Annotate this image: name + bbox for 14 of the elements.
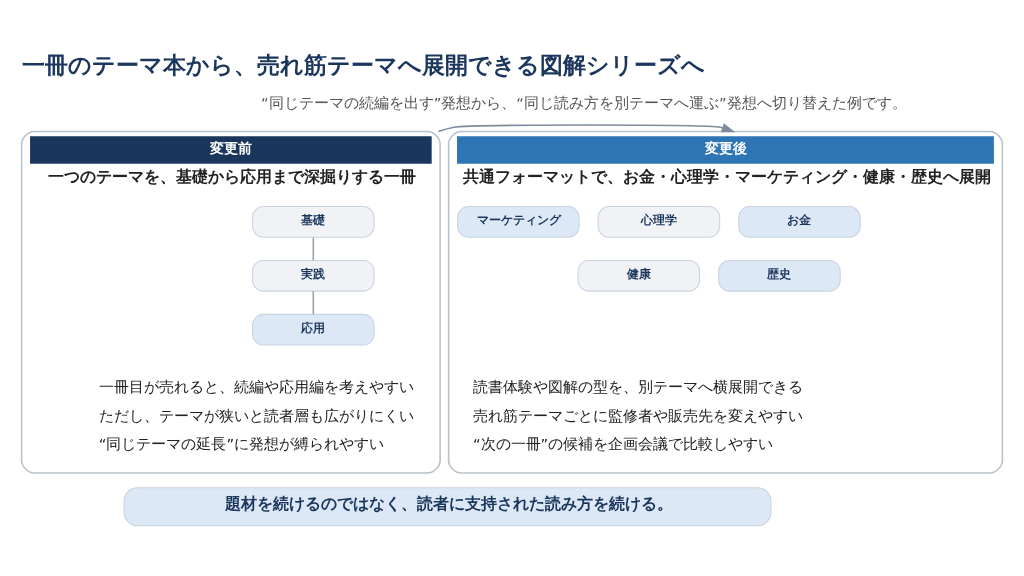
node-box: 実践 (252, 259, 375, 292)
node-box: 基礎 (252, 205, 375, 238)
connector (312, 236, 315, 261)
node-box: 歴史 (718, 259, 841, 292)
node-box: お金 (738, 205, 861, 238)
connector (312, 290, 315, 315)
node-box: 題材を続けるのではなく、読者に支持された読み方を続ける。 (123, 486, 772, 526)
node-box: 応用 (252, 313, 375, 346)
node-box: マーケティング (457, 205, 580, 238)
diagram-title: 一冊のテーマ本から、売れ筋テーマへ展開できる図解シリーズへ (21, 50, 705, 78)
node-box: 健康 (577, 259, 701, 292)
label: “同じテーマの続編を出す”発想から、“同じ読み方を別テーマへ運ぶ”発想へ切り替えた例です。 (261, 93, 907, 111)
node-box: 心理学 (597, 205, 721, 238)
arrow (437, 122, 736, 132)
